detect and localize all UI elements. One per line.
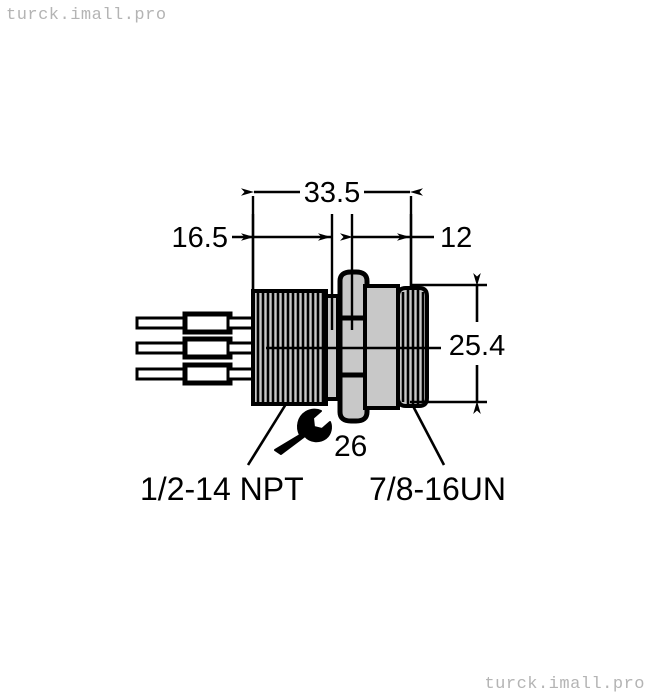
npt-thread-body: [251, 289, 340, 406]
watermark-top-left: turck.imall.pro: [6, 6, 167, 25]
dimension-label-25-4: 25.4: [449, 330, 505, 362]
watermark-bottom-right: turck.imall.pro: [484, 675, 645, 694]
wrench-icon: [274, 408, 332, 455]
dimension-label-12: 12: [440, 222, 472, 254]
leader-line-un: [411, 405, 446, 466]
dimension-label-33-5: 33.5: [304, 177, 360, 209]
dimension-un-length: 12: [340, 214, 472, 330]
wrench-size-label: 26: [334, 430, 367, 463]
hex-nut: [337, 269, 370, 424]
leader-line-npt: [246, 403, 288, 466]
dimension-hex-height: 25.4: [410, 273, 505, 414]
un-thread-label: 7/8-16UN: [369, 471, 506, 507]
dimension-label-16-5: 16.5: [172, 222, 228, 254]
dimension-npt-length: 16.5: [172, 214, 334, 330]
npt-thread-label: 1/2-14 NPT: [140, 471, 304, 507]
